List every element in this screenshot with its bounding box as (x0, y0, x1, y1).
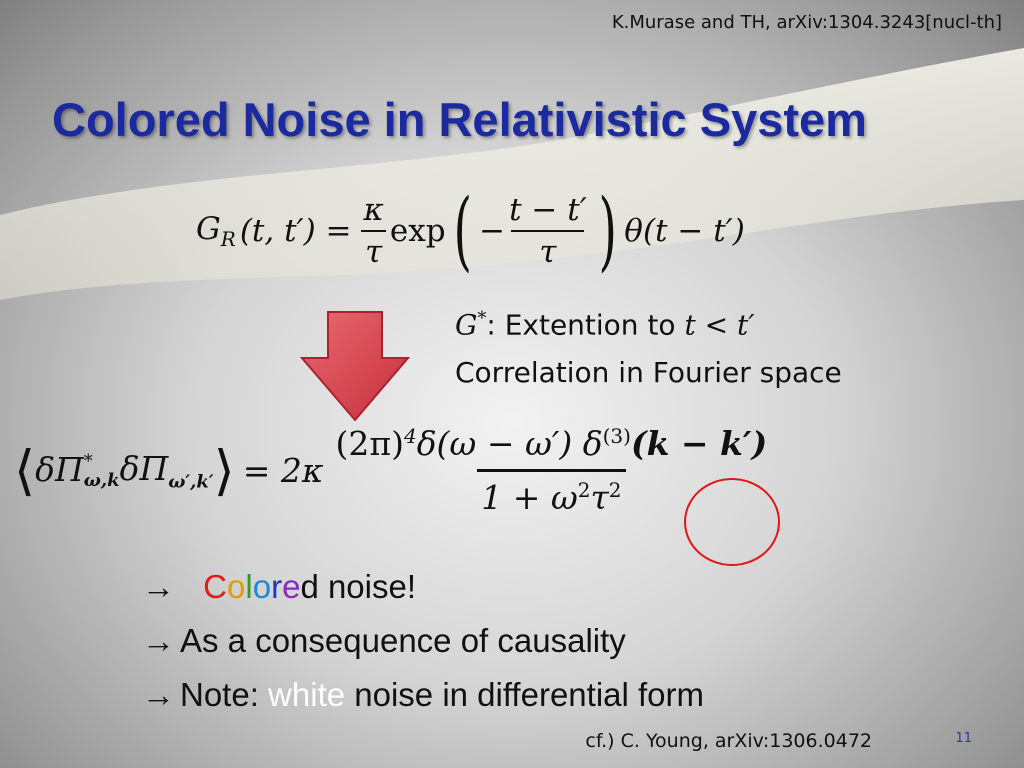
colored-letter: l (245, 568, 253, 605)
noise-correlation-equation: ⟨ δΠ*ω,k δΠω′,k′ ⟩ = 2κ (2π)4δ(ω − ω′) δ… (14, 424, 771, 517)
colored-letter: C (203, 568, 228, 605)
eq2-right-angle: ⟩ (213, 438, 235, 502)
white-word: white (268, 676, 346, 713)
eq1-lhs: GR (196, 210, 236, 252)
eq1-lhs-args: (t, t′) = (239, 213, 352, 249)
fourier-note: Correlation in Fourier space (455, 356, 842, 389)
eq1-inner-fraction: t − t′ τ (509, 192, 587, 270)
eq2-delta-pi-2: δΠω′,k′ (119, 448, 214, 493)
colored-word: Colore (203, 568, 300, 605)
eq1-theta: θ(t − t′) (624, 213, 745, 249)
eq1-right-paren: ) (598, 181, 617, 281)
colored-letter: o (227, 568, 246, 605)
eq1-minus: − (479, 213, 506, 249)
eq2-delta-pi-1: δΠ*ω,k (35, 450, 120, 492)
arrow-right-icon: → (142, 568, 175, 605)
bullet-white-noise: →Note: white noise in differential form (142, 676, 705, 713)
colored-letter: o (252, 568, 272, 605)
eq1-prefactor-fraction: κ τ (360, 192, 388, 270)
page-number: 11 (955, 731, 972, 746)
eq2-fraction: (2π)4δ(ω − ω′) δ(3)(k − k′) 1 + ω2τ2 (335, 424, 768, 517)
arrow-right-icon: → (142, 622, 175, 659)
colored-letter: r (271, 568, 283, 605)
eq2-equals: = 2κ (242, 451, 324, 490)
colored-letter: e (282, 568, 301, 605)
arrow-right-icon: → (142, 676, 175, 713)
reference: cf.) C. Young, arXiv:1306.0472 (585, 730, 872, 752)
retarded-green-function-equation: GR (t, t′) = κ τ exp ( − t − t′ τ ) θ(t … (196, 188, 745, 274)
eq1-exp: exp (389, 213, 446, 249)
bullet-causality: →As a consequence of causality (142, 622, 626, 659)
extension-note: G*: Extention to t < t′ (455, 308, 755, 342)
highlight-circle (684, 478, 780, 566)
citation: K.Murase and TH, arXiv:1304.3243[nucl-th… (611, 12, 1002, 33)
slide-title: Colored Noise in Relativistic System (52, 93, 867, 146)
eq2-left-angle: ⟨ (14, 438, 36, 502)
bullet-colored-noise: → Colored noise! (142, 568, 417, 605)
eq1-left-paren: ( (453, 181, 472, 281)
arrow-down-icon (300, 311, 410, 422)
